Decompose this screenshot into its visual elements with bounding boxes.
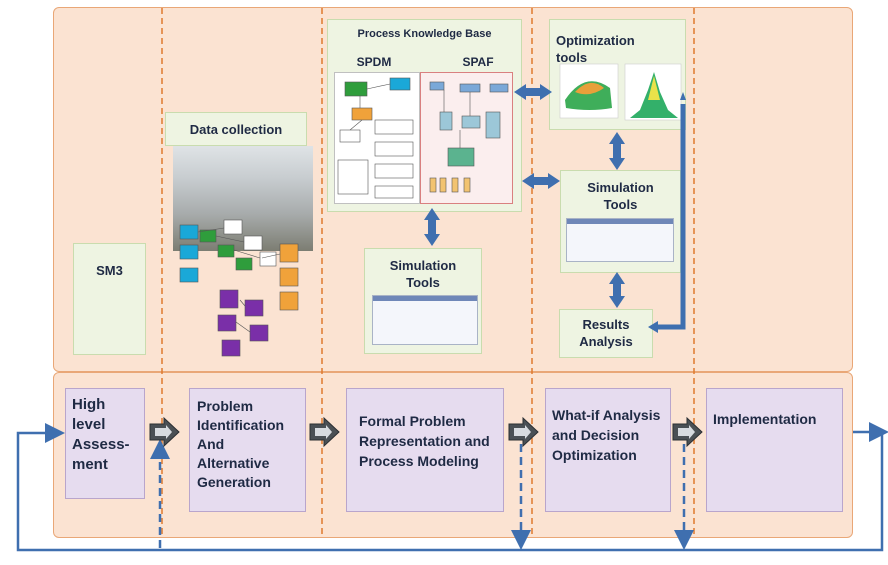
stage-high-level-assessment: High level Assess-ment	[65, 388, 145, 499]
stage-label: Formal Problem Representation and Proces…	[359, 413, 490, 469]
stage-implementation: Implementation	[706, 388, 843, 512]
sim-tools-center-screenshot	[372, 295, 478, 345]
spaf-label: SPAF	[462, 55, 494, 69]
data-collection-box: Data collection	[165, 112, 307, 146]
stage-label: High level Assess-ment	[72, 396, 130, 473]
optimization-label: Optimization tools	[556, 33, 635, 65]
sm3-box: SM3	[73, 243, 146, 355]
sim-tools-center-label: Simulation Tools	[389, 258, 457, 290]
knowledge-base-title: Process Knowledge Base	[357, 28, 492, 40]
sm3-label: SM3	[96, 263, 123, 278]
sim-tools-right-screenshot	[566, 218, 674, 262]
stage-problem-identification: Problem Identification And Alternative G…	[189, 388, 306, 512]
stage-label: What-if Analysis and Decision Optimizati…	[552, 407, 661, 463]
sim-tools-right-label: Simulation Tools	[587, 180, 654, 212]
stage-what-if-analysis: What-if Analysis and Decision Optimizati…	[545, 388, 671, 512]
results-box: Results Analysis	[559, 309, 653, 358]
stage-label: Implementation	[713, 411, 817, 427]
spdm-label: SPDM	[356, 55, 392, 69]
results-label: Results Analysis	[579, 317, 633, 349]
stage-formal-problem: Formal Problem Representation and Proces…	[346, 388, 504, 512]
data-collection-label: Data collection	[189, 122, 283, 137]
stage-label: Problem Identification And Alternative G…	[197, 398, 285, 490]
